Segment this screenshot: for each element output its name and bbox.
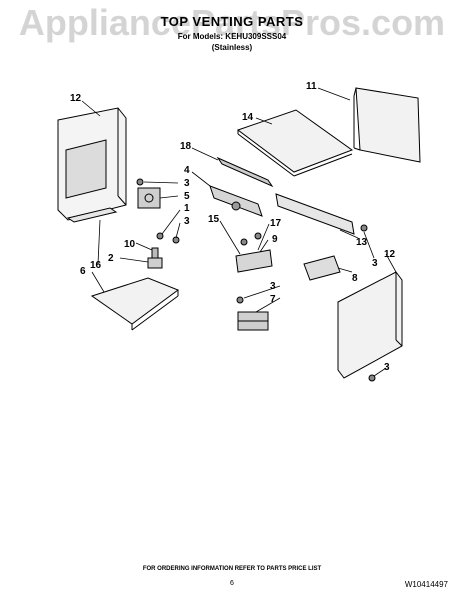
callout-9: 9	[272, 234, 278, 245]
right-side-panel-part	[337, 271, 403, 379]
switch-bracket-part	[147, 247, 163, 269]
callout-1: 1	[184, 203, 190, 214]
duct-part	[66, 207, 118, 223]
model-line: For Models: KEHU309SSS04	[177, 32, 287, 41]
callout-labels: 12 11 14 18 4 3 5 1 3 10 2 16 6 15 17 9 …	[70, 81, 396, 373]
callout-3-top: 3	[184, 178, 190, 189]
vent-strip-part	[216, 156, 274, 188]
callout-7: 7	[270, 294, 276, 305]
callout-13: 13	[356, 237, 368, 248]
callout-18: 18	[180, 141, 192, 152]
finish-line: (Stainless)	[211, 43, 253, 52]
callout-5: 5	[184, 191, 190, 202]
screws	[136, 178, 376, 382]
long-bracket-part	[275, 193, 355, 235]
terminal-block-part	[235, 249, 273, 273]
leader-lines	[81, 87, 397, 377]
callout-12-right: 12	[384, 249, 396, 260]
blower-assembly-part	[209, 185, 263, 217]
page-number: 6	[230, 580, 234, 587]
control-module-part	[303, 255, 341, 281]
relay-part	[237, 311, 269, 331]
rear-panel-part	[353, 87, 421, 163]
callout-11: 11	[306, 81, 317, 92]
callout-16: 16	[90, 260, 102, 271]
top-plate-part	[236, 109, 354, 177]
tray-part	[90, 277, 180, 331]
callout-10: 10	[124, 239, 136, 250]
left-side-panel-part	[57, 107, 127, 221]
watermark: AppliancePartsPros.com	[18, 2, 446, 43]
callout-12-left: 12	[70, 93, 82, 104]
callout-3-right: 3	[372, 258, 378, 269]
callout-6: 6	[80, 266, 86, 277]
ordering-note: FOR ORDERING INFORMATION REFER TO PARTS …	[142, 566, 322, 572]
callout-3-mid: 3	[184, 216, 190, 227]
callout-14: 14	[242, 112, 254, 123]
document-number: W10414497	[404, 580, 448, 589]
callout-17: 17	[270, 218, 282, 229]
diagram-title: TOP VENTING PARTS	[160, 14, 304, 29]
callout-4: 4	[184, 165, 190, 176]
callout-8: 8	[352, 273, 358, 284]
callout-2: 2	[108, 253, 114, 264]
callout-15: 15	[208, 214, 220, 225]
motor-bracket-part	[137, 187, 161, 209]
callout-3-lower: 3	[270, 281, 276, 292]
callout-3-bottom: 3	[384, 362, 390, 373]
